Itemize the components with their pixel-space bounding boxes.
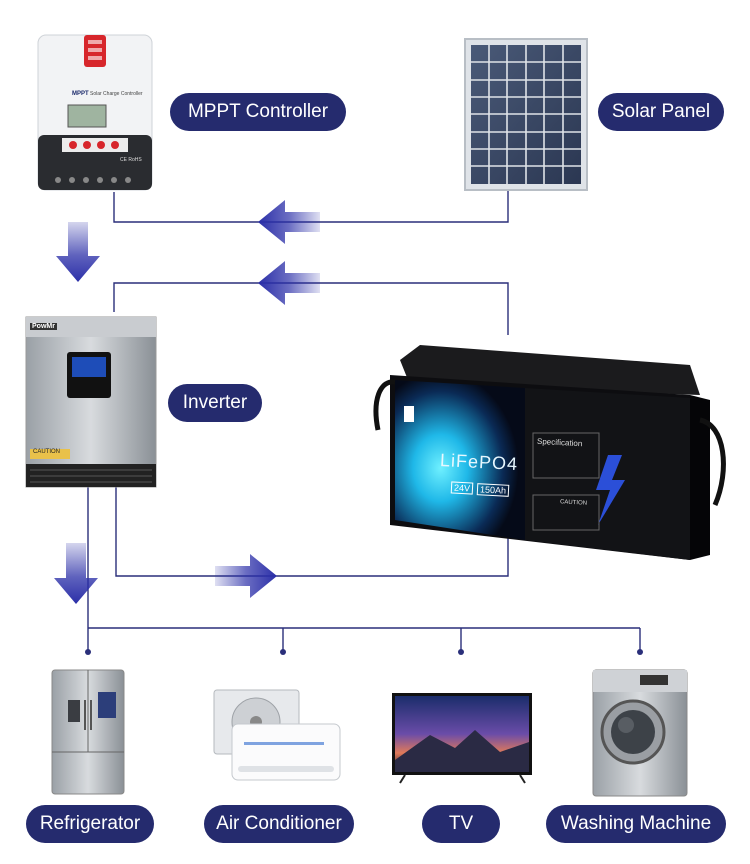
battery-image [373, 345, 726, 560]
label-air-conditioner: Air Conditioner [204, 805, 354, 843]
wire-inverter-to-battery [115, 487, 509, 577]
arrow-down-inverter [54, 543, 98, 604]
washing-machine-image [592, 669, 688, 797]
battery-voltage-text: 24V [450, 481, 474, 495]
arrow-left-solar [258, 200, 320, 244]
label-inverter: Inverter [168, 384, 262, 422]
mppt-controller-image [37, 34, 153, 191]
inverter-brand-text: PowMr [30, 323, 57, 330]
arrow-down-mppt [56, 222, 100, 282]
battery-capacity-text: 150Ah [476, 483, 510, 497]
refrigerator-image [51, 669, 125, 795]
solar-panel-image [464, 38, 588, 191]
arrow-right-battery [215, 554, 277, 598]
inverter-caution-text: CAUTION [33, 449, 60, 455]
label-solar-panel: Solar Panel [598, 93, 724, 131]
tv-image [392, 693, 532, 784]
mppt-model-text: Solar Charge Controller [90, 91, 143, 97]
mppt-ce-text: CE RoHS [120, 157, 142, 163]
label-tv: TV [422, 805, 500, 843]
mppt-brand-text: MPPT [72, 91, 89, 97]
label-washing-machine: Washing Machine [546, 805, 726, 843]
inverter-image [25, 316, 157, 488]
wire-dots [85, 649, 643, 655]
arrow-left-battery [258, 261, 320, 305]
label-refrigerator: Refrigerator [26, 805, 154, 843]
label-mppt-controller: MPPT Controller [170, 93, 346, 131]
battery-chem-text: LiFePO4 [439, 449, 519, 475]
air-conditioner-image [213, 689, 341, 781]
